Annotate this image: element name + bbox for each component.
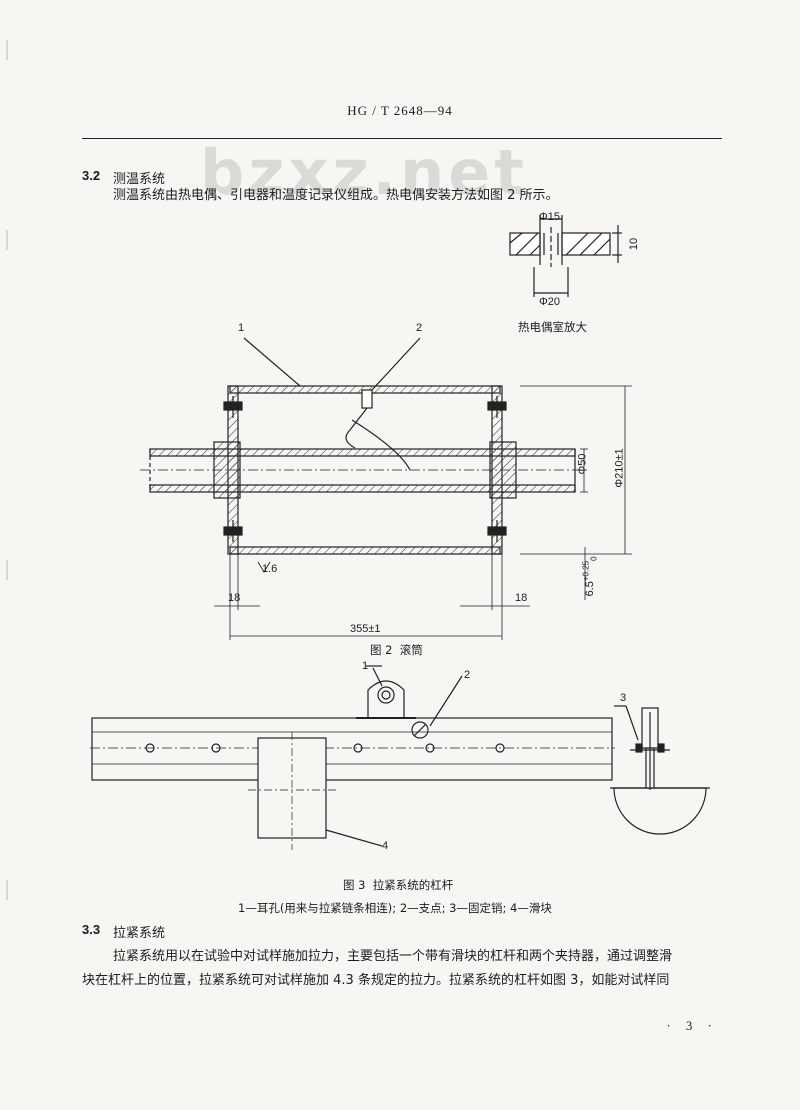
figure-2-dim-left: 18 <box>228 592 241 604</box>
detail-dim-phi20: Φ20 <box>539 296 561 308</box>
header-rule <box>82 138 722 139</box>
detail-dim-10: 10 <box>628 237 641 251</box>
section-3-3-number: 3.3 <box>82 922 101 937</box>
figure-2-dim-drum: Φ210±1 <box>613 448 626 488</box>
figure-2-dim-length: 355±1 <box>350 623 381 635</box>
section-3-3-line-1: 拉紧系统用以在试验中对试样施加拉力，主要包括一个带有滑块的杠杆和两个夹持器，通过… <box>113 949 673 964</box>
page-number: · 3 · <box>666 1018 718 1033</box>
figure-2-callout-2: 2 <box>416 322 423 334</box>
figure-2-callout-1: 1 <box>238 322 245 334</box>
figure-3-callout-4: 4 <box>382 840 389 852</box>
figure-2-roughness: 1.6 <box>262 563 278 575</box>
thermocouple-detail-drawing <box>509 215 622 297</box>
figure-2-caption: 图 2 滚筒 <box>370 643 423 657</box>
watermark-text: bzxz.net <box>200 136 528 209</box>
section-3-3-title: 拉紧系统 <box>113 926 166 941</box>
section-3-3-line-2: 块在杠杆上的位置，拉紧系统可对试样施加 4.3 条规定的拉力。拉紧系统的杠杆如图… <box>82 973 670 988</box>
figure-3-lever-drawing <box>90 665 710 850</box>
binding-edge-marks <box>6 40 8 900</box>
figure-3-legend: 1—耳孔(用来与拉紧链条相连); 2—支点; 3—固定销; 4—滑块 <box>238 901 552 915</box>
standard-header: HG / T 2648—94 <box>347 103 453 118</box>
figure-3-callout-3: 3 <box>620 692 627 704</box>
figure-3-callout-2: 2 <box>464 669 471 681</box>
figure-2-dim-wall: 6.5+0.250 <box>581 556 599 597</box>
detail-caption: 热电偶室放大 <box>518 320 587 334</box>
section-3-2-title: 测温系统 <box>113 172 166 187</box>
figure-2-drum-drawing <box>140 337 632 640</box>
figure-3-callout-1: 1 <box>362 660 369 672</box>
figure-3-caption: 图 3 拉紧系统的杠杆 <box>343 878 454 892</box>
section-3-2-text: 测温系统由热电偶、引电器和温度记录仪组成。热电偶安装方法如图 2 所示。 <box>113 188 559 203</box>
figure-2-dim-right: 18 <box>515 592 528 604</box>
figure-2-dim-shaft: Φ50 <box>576 453 589 475</box>
detail-dim-phi15: Φ15 <box>539 211 561 223</box>
section-3-2-number: 3.2 <box>82 168 101 183</box>
